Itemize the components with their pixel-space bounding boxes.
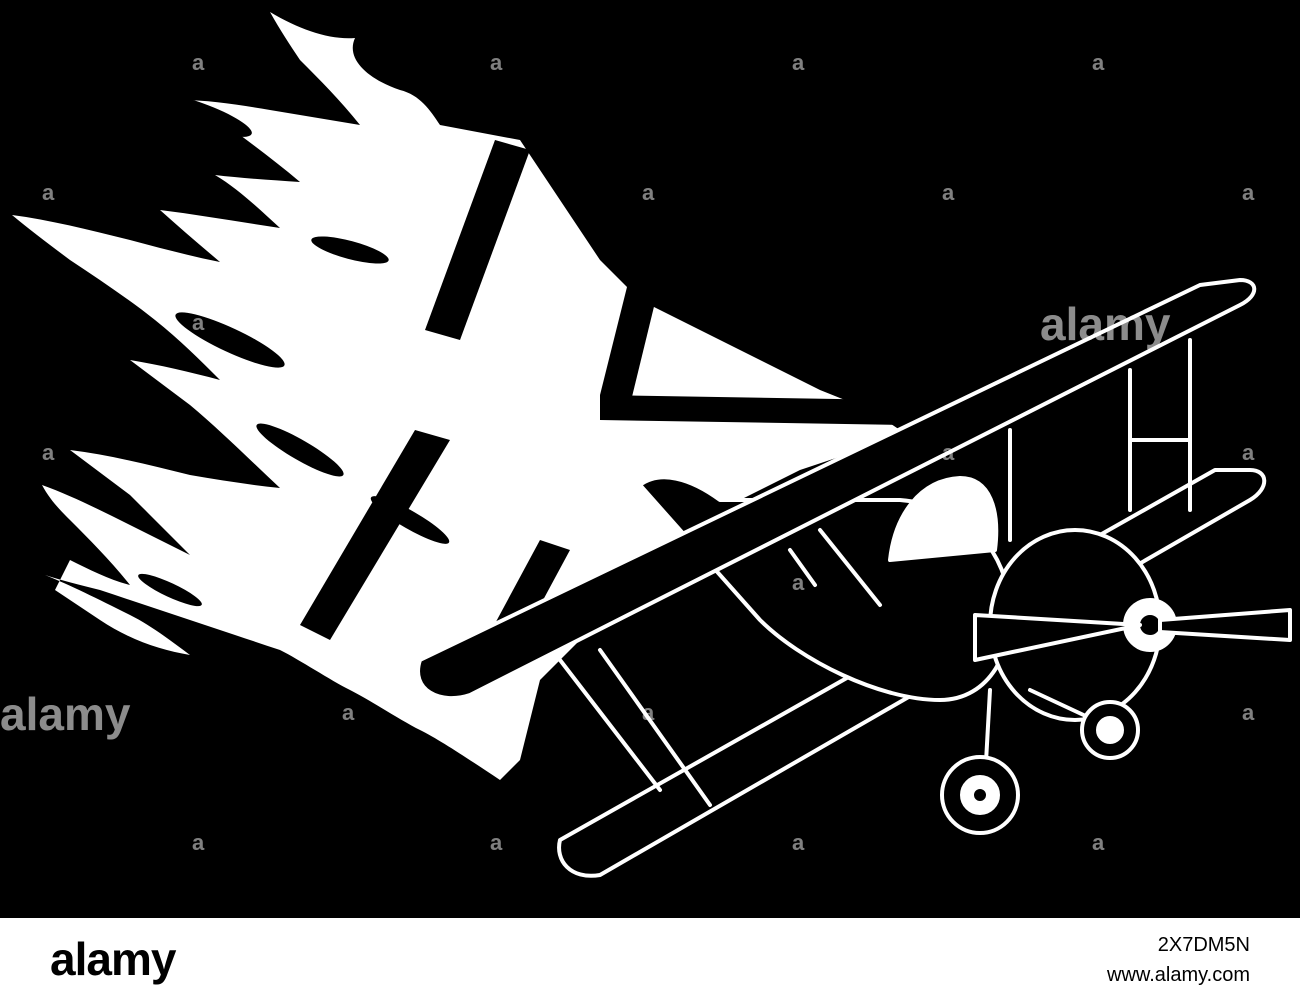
- svg-text:a: a: [192, 50, 205, 75]
- svg-text:a: a: [1242, 700, 1255, 725]
- svg-text:a: a: [42, 440, 55, 465]
- svg-text:a: a: [642, 700, 655, 725]
- upper-wing: [416, 278, 1257, 701]
- watermark-word: alamy: [595, 428, 726, 480]
- svg-text:a: a: [942, 180, 955, 205]
- svg-text:a: a: [490, 830, 503, 855]
- flame-trail: [12, 12, 900, 780]
- watermark-word: alamy: [0, 688, 131, 740]
- alamy-logo: alamy: [50, 933, 176, 985]
- svg-text:a: a: [342, 700, 355, 725]
- image-id: 2X7DM5N: [1157, 934, 1250, 956]
- svg-text:a: a: [1092, 830, 1105, 855]
- svg-text:a: a: [42, 180, 55, 205]
- svg-text:a: a: [1092, 50, 1105, 75]
- biplane-illustration: alamy alamy alamy alamy a a a a a a a a …: [0, 12, 1292, 878]
- svg-text:a: a: [792, 830, 805, 855]
- stock-footer: alamy 2X7DM5N www.alamy.com: [0, 918, 1300, 1002]
- watermark-word: alamy: [890, 688, 1021, 740]
- svg-text:a: a: [342, 440, 355, 465]
- watermark-layer: alamy alamy alamy alamy: [0, 298, 1171, 740]
- svg-text:a: a: [342, 180, 355, 205]
- svg-text:a: a: [642, 180, 655, 205]
- cockpit: [888, 476, 999, 562]
- propeller-blade-left: [973, 613, 1142, 662]
- biplane: [416, 278, 1292, 878]
- site-url: www.alamy.com: [1107, 964, 1250, 986]
- svg-text:a: a: [192, 310, 205, 335]
- svg-text:a: a: [490, 50, 503, 75]
- svg-text:a: a: [792, 570, 805, 595]
- svg-text:a: a: [1242, 180, 1255, 205]
- svg-text:a: a: [792, 50, 805, 75]
- svg-text:a: a: [1242, 440, 1255, 465]
- watermark-word: alamy: [1040, 298, 1171, 350]
- watermark-marks: a a a a a a a a a a a a a a a a a a a a …: [42, 50, 1255, 855]
- svg-text:a: a: [490, 570, 503, 595]
- svg-text:a: a: [942, 440, 955, 465]
- svg-text:a: a: [192, 570, 205, 595]
- propeller-blade-right: [1158, 608, 1292, 642]
- svg-text:a: a: [192, 830, 205, 855]
